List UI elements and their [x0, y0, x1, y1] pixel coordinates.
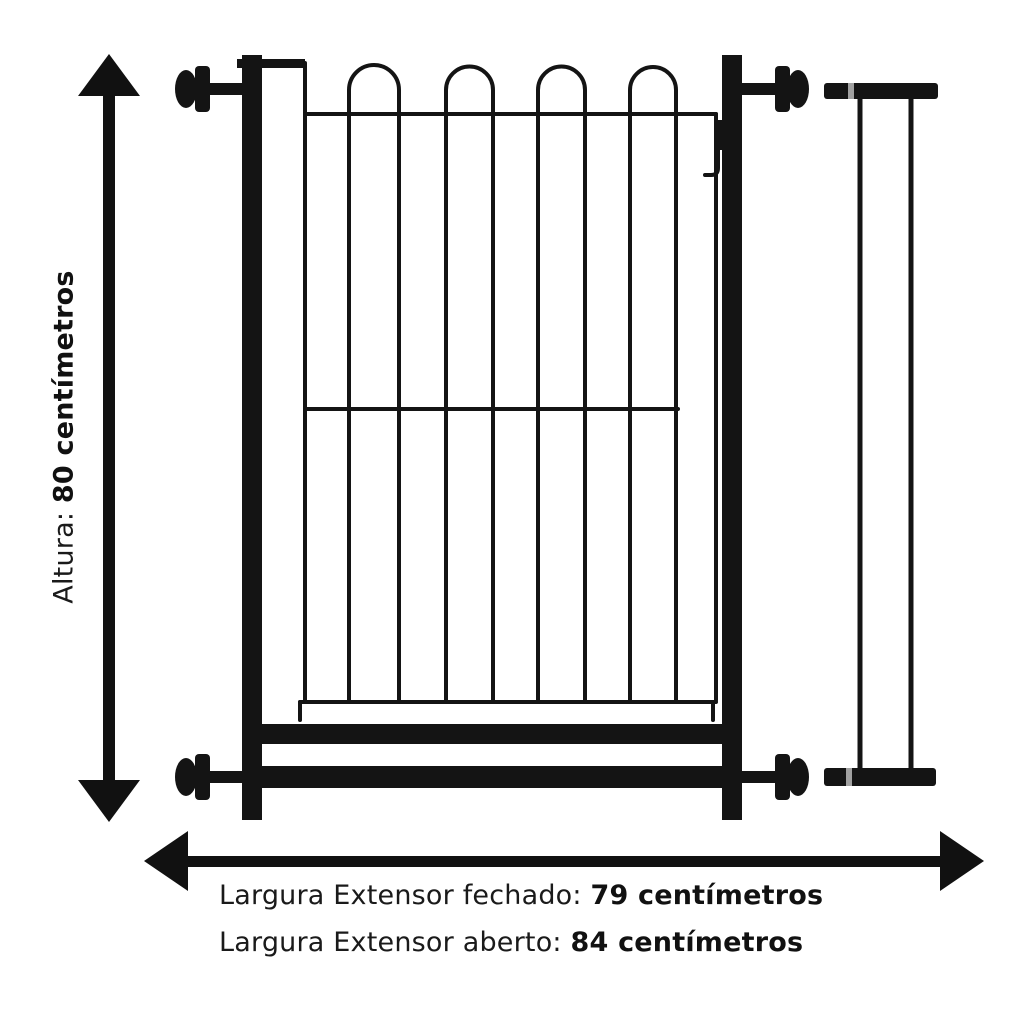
width-open-value: 84 centímetros [570, 927, 804, 958]
right-post [722, 55, 742, 820]
gate-icon [175, 55, 809, 820]
knob-top-right [741, 66, 809, 112]
width-closed-prefix: Largura Extensor fechado: [219, 880, 591, 911]
extension-icon [824, 80, 938, 788]
height-label-value: 80 centímetros [48, 270, 80, 504]
width-arrow-icon [144, 831, 984, 891]
width-open-prefix: Largura Extensor aberto: [219, 927, 571, 958]
knob-top-left [175, 66, 245, 112]
width-closed-value: 79 centímetros [590, 880, 824, 911]
knob-bottom-left [175, 754, 245, 800]
height-arrow-icon [78, 54, 140, 822]
bottom-bar-lower [262, 766, 722, 788]
width-open-label: Largura Extensor aberto: 84 centímetros [219, 927, 803, 958]
knob-bottom-right [741, 754, 809, 800]
bottom-bar-upper [262, 724, 722, 744]
height-label-prefix: Altura: [48, 503, 80, 604]
width-closed-label: Largura Extensor fechado: 79 centímetros [219, 880, 823, 911]
left-post [242, 55, 262, 820]
